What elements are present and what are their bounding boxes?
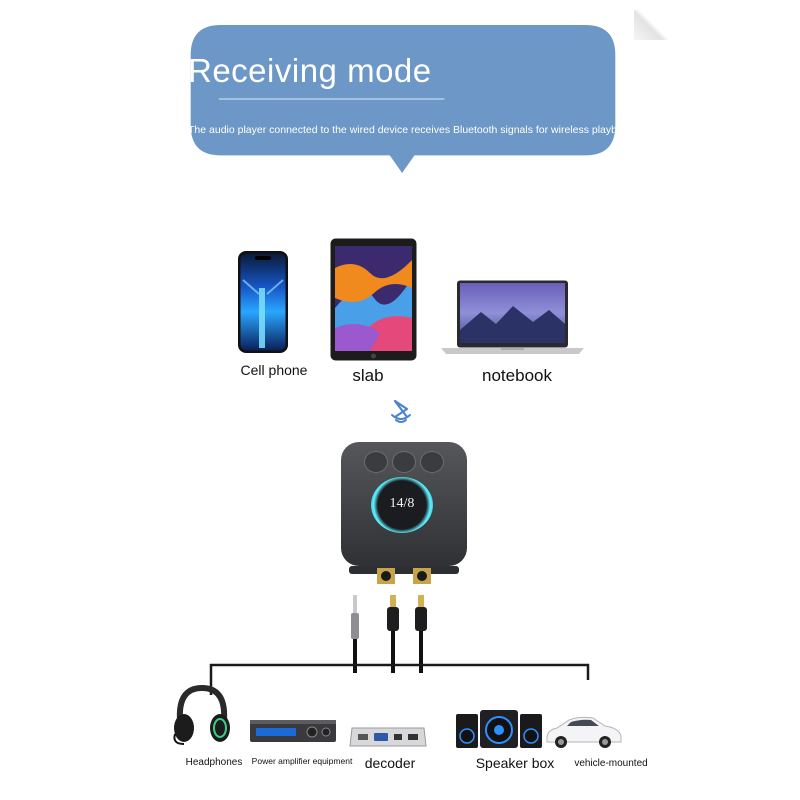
- output-label-headphones: Headphones: [185, 757, 243, 768]
- car-illustration: [546, 716, 622, 748]
- headphones-illustration: [173, 684, 230, 745]
- page-corner-decoration: [634, 10, 668, 40]
- receiver-button-left: [364, 451, 388, 473]
- output-label-vehicle: vehicle-mounted: [574, 758, 648, 769]
- mode-info-bubble: [190, 25, 616, 173]
- connection-tree-line: [209, 663, 590, 695]
- mode-title: Receiving mode: [188, 52, 432, 89]
- audio-cables: [351, 595, 427, 673]
- source-label-phone: Cell phone: [240, 362, 308, 378]
- receiver-glow-ring: [371, 477, 433, 533]
- decoder-illustration: [349, 727, 427, 747]
- source-label-tablet: slab: [352, 366, 384, 385]
- tablet-illustration: [330, 238, 417, 361]
- bluetooth-signal-icon: [391, 399, 411, 423]
- phone-illustration: [238, 251, 288, 353]
- source-label-laptop: notebook: [482, 366, 552, 385]
- output-label-amplifier: Power amplifier equipment: [251, 756, 353, 766]
- receiver-badge: 14/8: [389, 496, 415, 511]
- receiver-button-middle: [392, 451, 416, 473]
- amplifier-illustration: [250, 720, 336, 742]
- laptop-illustration: [441, 280, 584, 354]
- mode-description: The audio player connected to the wired …: [188, 124, 634, 136]
- speaker-box-illustration: [456, 710, 542, 748]
- output-label-decoder: decoder: [364, 755, 416, 771]
- receiver-button-right: [420, 451, 444, 473]
- output-label-speaker-box: Speaker box: [475, 755, 555, 771]
